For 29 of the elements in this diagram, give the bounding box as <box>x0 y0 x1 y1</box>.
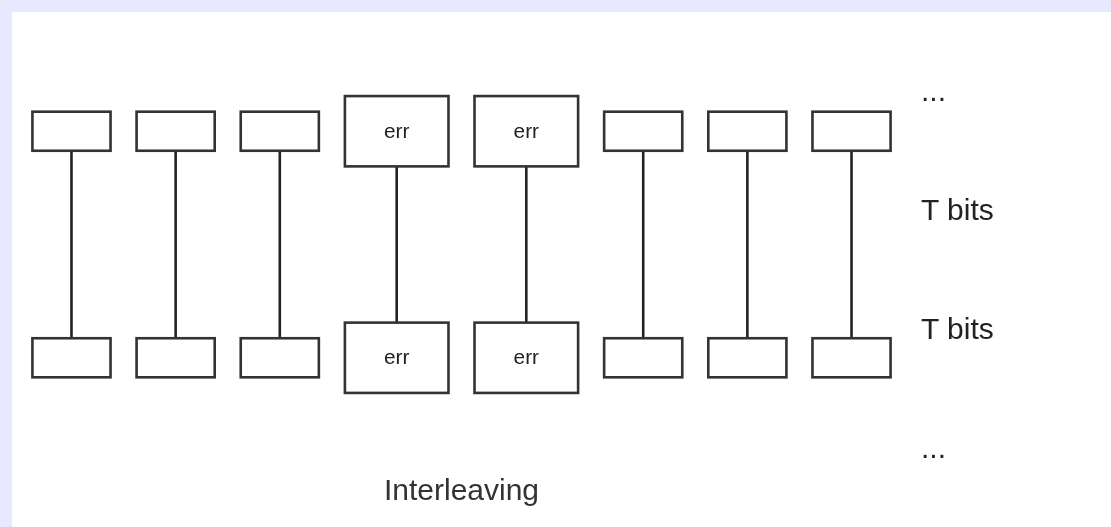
connector <box>525 166 528 323</box>
connector <box>746 150 749 339</box>
connector <box>174 150 177 339</box>
node-box <box>31 110 112 153</box>
node-box <box>811 336 892 379</box>
connector <box>641 150 645 339</box>
label-text: T bits <box>921 311 995 346</box>
node-box: err <box>473 321 580 395</box>
label-text: T bits <box>921 193 995 228</box>
node-box <box>707 110 788 153</box>
connector <box>850 150 853 339</box>
node-box: err <box>343 321 450 395</box>
node-box <box>602 336 684 379</box>
node-box <box>707 336 788 379</box>
node-box <box>31 336 112 379</box>
connector <box>70 150 73 339</box>
node-box: err <box>343 94 450 168</box>
node-box <box>239 336 321 379</box>
node-box <box>811 110 892 153</box>
node-box <box>135 336 216 379</box>
connector <box>395 166 398 323</box>
label-text: ... <box>921 74 947 109</box>
connector <box>278 150 282 339</box>
node-box <box>602 110 684 153</box>
label-text: ... <box>921 430 947 465</box>
caption: Interleaving <box>383 473 540 507</box>
node-box <box>135 110 216 153</box>
node-box <box>239 110 321 153</box>
node-box: err <box>473 94 580 168</box>
